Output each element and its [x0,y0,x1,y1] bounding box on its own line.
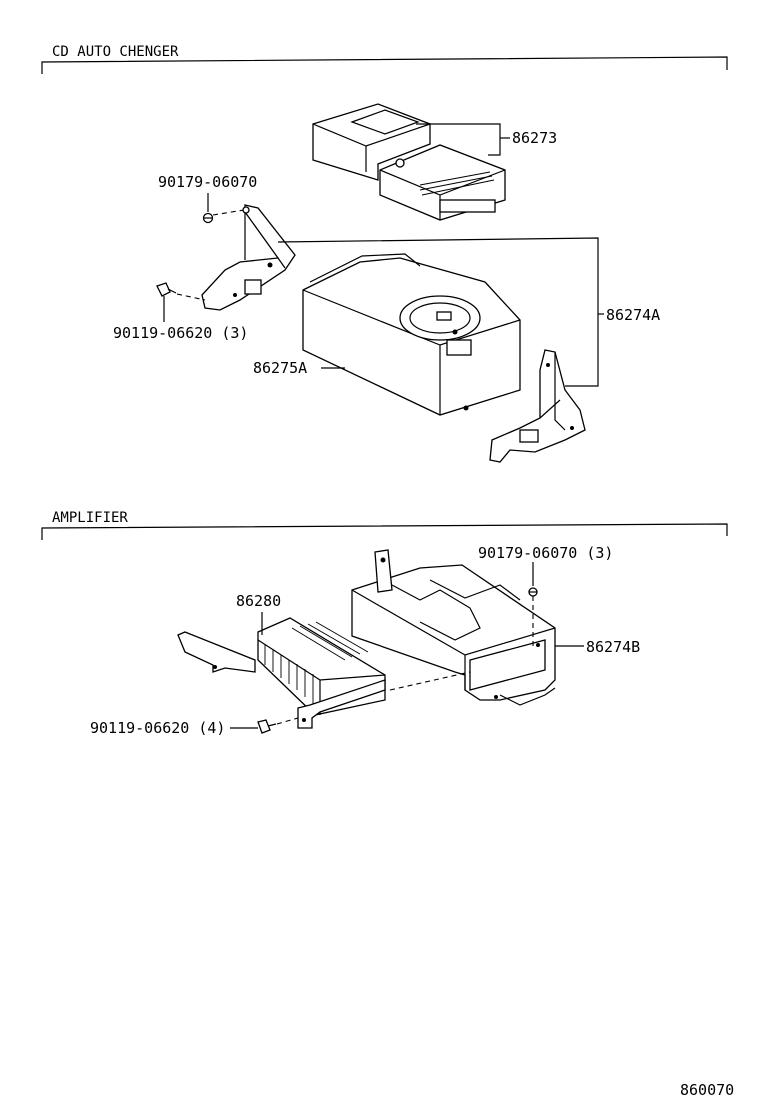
part-number-86274B: 86274B [586,638,640,656]
callout-86274B: 86274B [555,638,640,656]
amplifier-unit [177,617,471,729]
diagram-code: 860070 [680,1081,734,1099]
callout-86275A: 86275A [253,359,345,377]
callout-86273: 86273 [416,123,557,156]
cd-changer-section-title: CD AUTO CHENGER [52,44,179,60]
part-number-86274A: 86274A [606,306,660,324]
callout-86280: 86280 [236,592,281,635]
part-number-86273: 86273 [512,129,557,147]
cd-bracket-right [489,349,586,463]
callout-90119-06620-4: 90119-06620 (4) [90,719,258,737]
callout-86274A: 86274A [277,237,660,387]
amplifier-bracket [351,549,556,706]
part-number-90119-06620-4: 90119-06620 (4) [90,719,225,737]
amplifier-section-header: AMPLIFIER [41,510,728,540]
callout-90179-06070-top: 90179-06070 [158,173,257,212]
part-number-90179-06070-top: 90179-06070 [158,173,257,191]
cd-changer-section-bracket [41,56,728,74]
bolt-90119-06620-top [156,282,206,301]
amplifier-section-bracket [41,523,728,540]
callout-90119-06620-3: 90119-06620 (3) [113,296,248,342]
cd-bracket-left [201,204,296,311]
cd-changer-section-header: CD AUTO CHENGER [41,44,728,74]
callout-90179-06070-3: 90179-06070 (3) [478,544,613,586]
nut-90179-06070-top [202,206,250,224]
part-number-86275A: 86275A [253,359,307,377]
nut-90179-06070-3 [528,587,538,650]
part-number-90179-06070-3: 90179-06070 (3) [478,544,613,562]
amplifier-section-title: AMPLIFIER [52,510,128,526]
cd-changer-unit [302,253,521,416]
part-number-86280: 86280 [236,592,281,610]
part-number-90119-06620-3: 90119-06620 (3) [113,324,248,342]
bolt-90119-06620-4 [257,717,299,734]
cd-magazine-part [312,103,506,221]
